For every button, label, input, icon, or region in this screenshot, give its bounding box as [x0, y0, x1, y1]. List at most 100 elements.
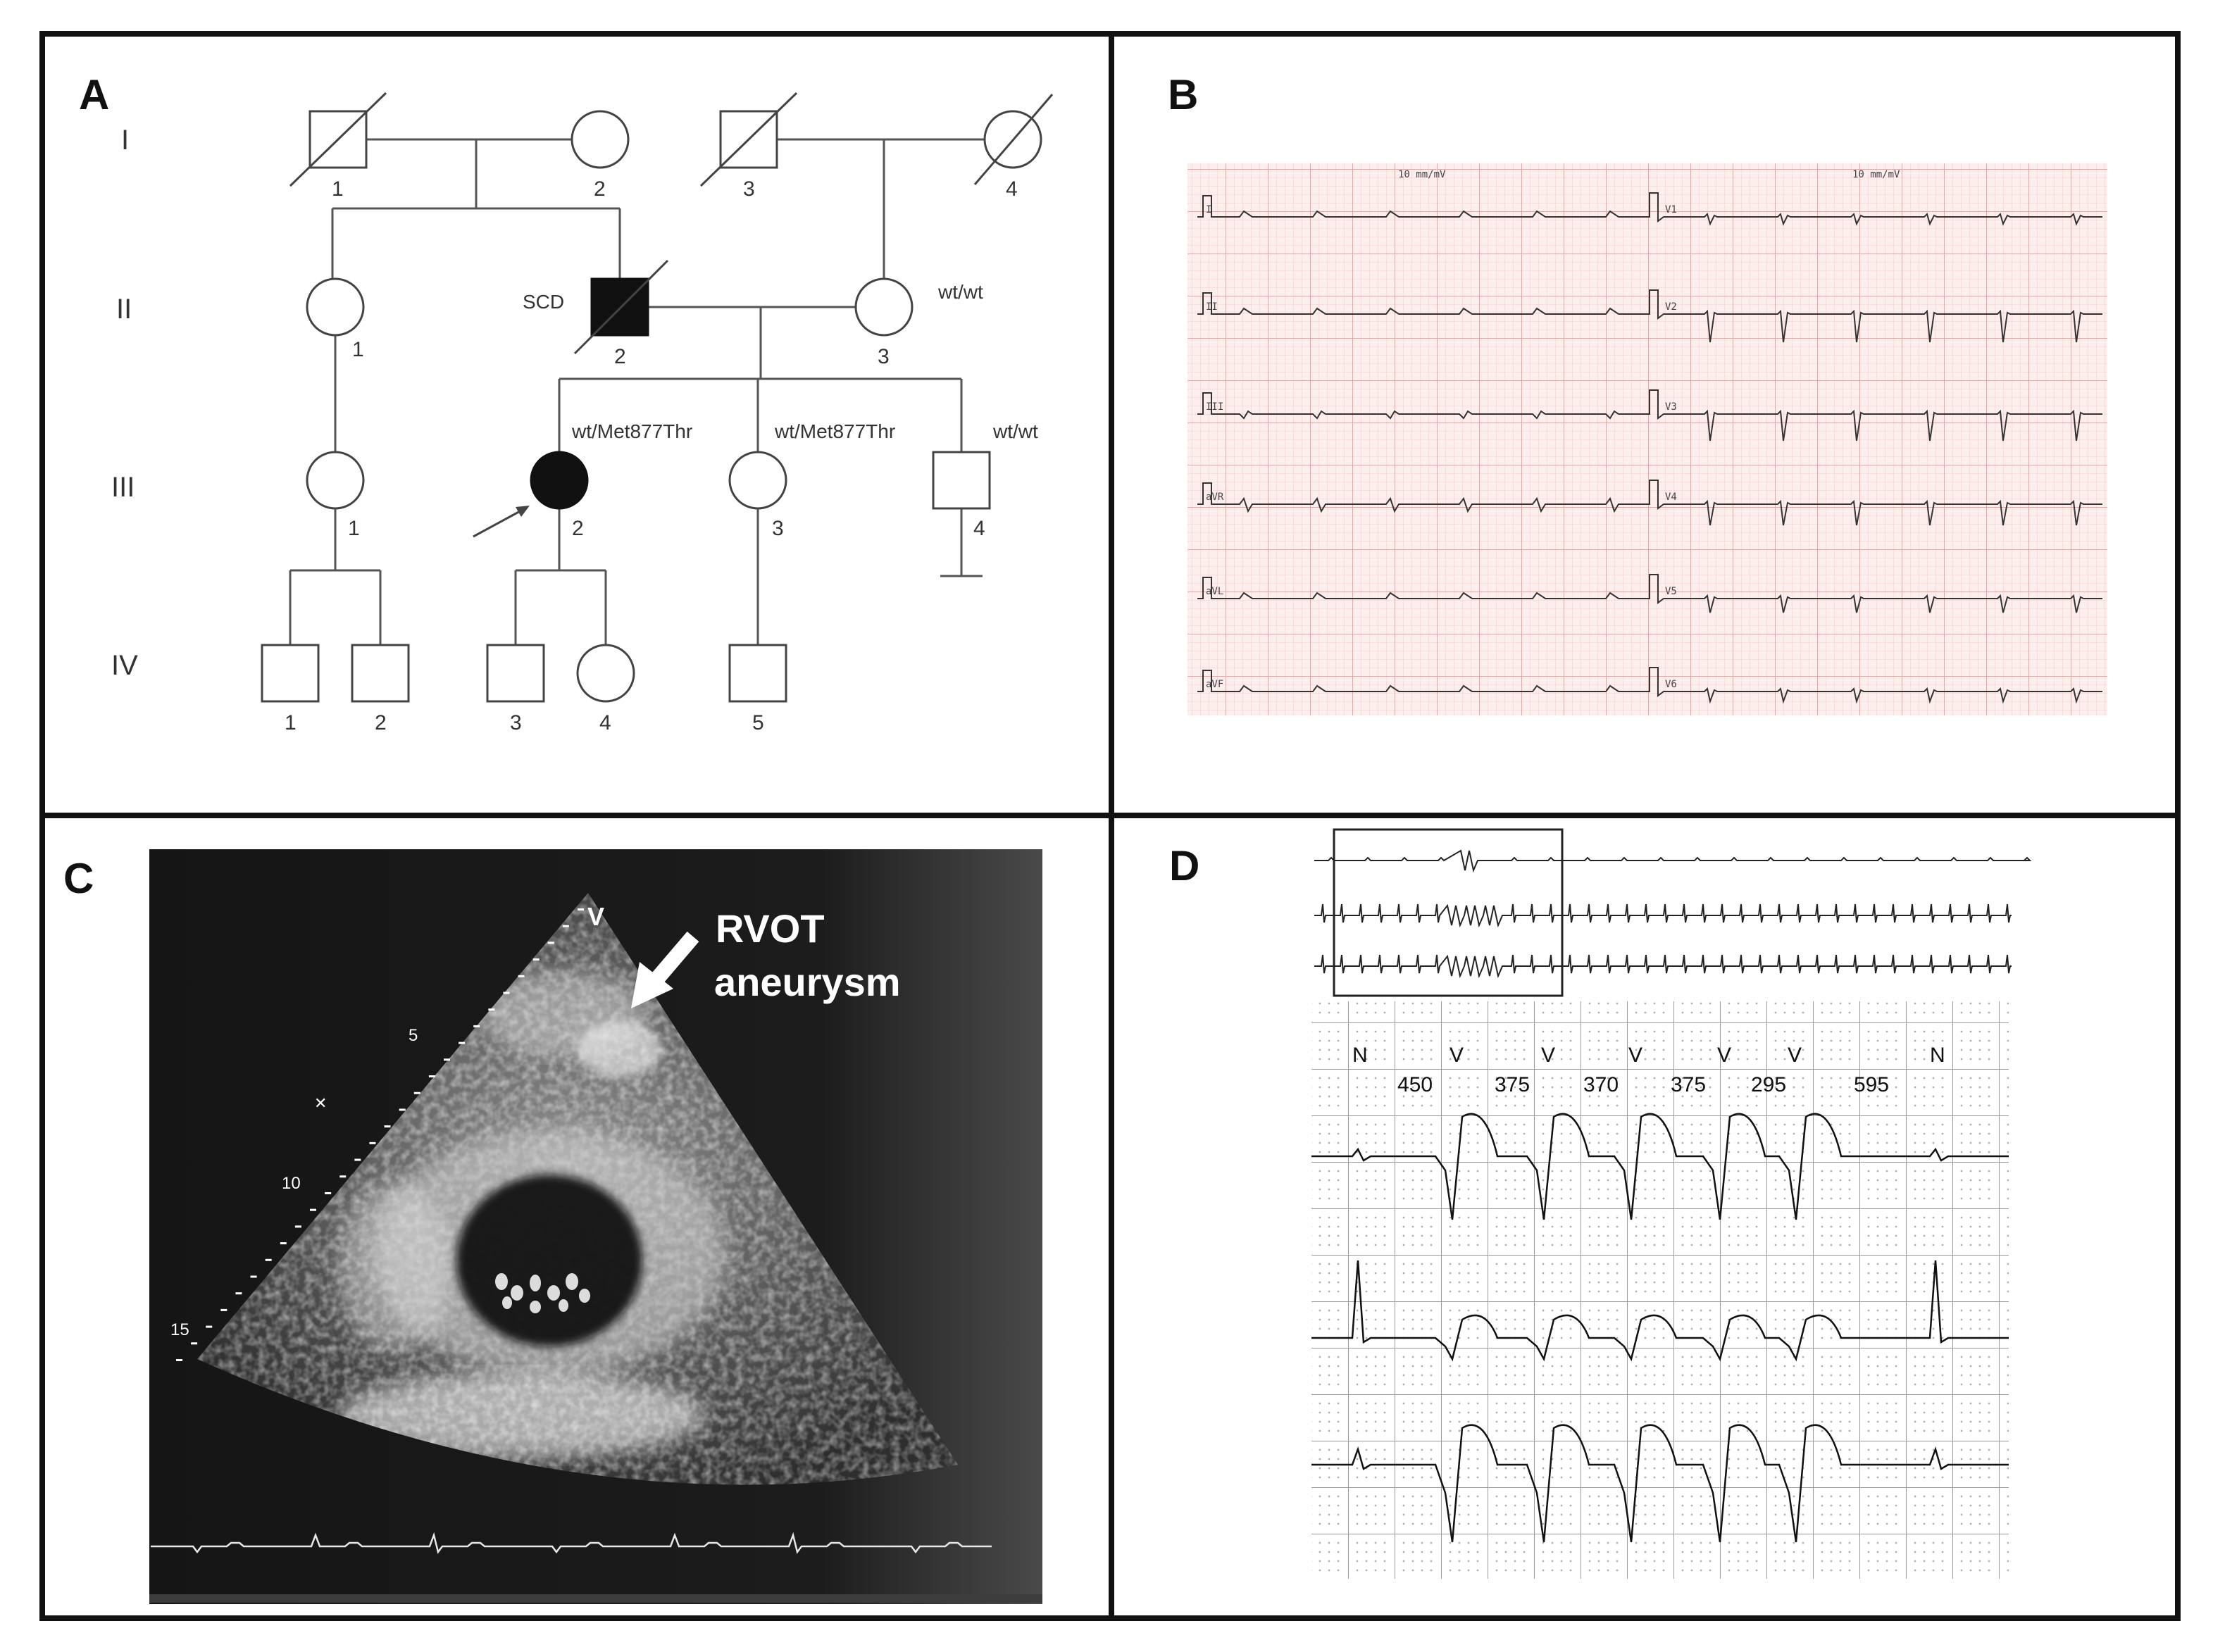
depth-tick — [547, 941, 554, 944]
individual-III-3: wt/Met877Thr 3 — [728, 420, 895, 540]
svg-text:4: 4 — [973, 517, 985, 540]
overview-strip-0 — [1314, 849, 2032, 873]
ecg-lead-right-label-3: V4 — [1665, 492, 1677, 503]
panel-c-echo: C — [63, 849, 1042, 1604]
svg-text:4: 4 — [1006, 177, 1018, 201]
ecg-lead-right-trace-3 — [1645, 480, 2102, 526]
rr-interval-3: 375 — [1671, 1073, 1706, 1096]
depth-tick — [325, 1191, 332, 1194]
probe-marker: V — [587, 902, 604, 931]
depth-mark-5: 5 — [409, 1026, 418, 1045]
depth-tick — [354, 1158, 361, 1161]
individual-I-1: 1 — [289, 92, 387, 201]
rvot-annotation: RVOT aneurysm — [631, 906, 901, 1008]
beat-label-1: V — [1450, 1044, 1464, 1067]
genotype-III-3: wt/Met877Thr — [774, 420, 895, 442]
holter-channel-1 — [1311, 1260, 2009, 1362]
ecg-lead-left-label-5: aVF — [1206, 679, 1223, 690]
beat-label-5: V — [1788, 1044, 1802, 1067]
rr-interval-2: 370 — [1583, 1073, 1619, 1096]
depth-mark-10: 10 — [282, 1174, 301, 1193]
ecg-lead-right-label-1: V2 — [1665, 301, 1677, 313]
overview-highlight-box — [1333, 828, 1564, 997]
generation-label-3: III — [111, 472, 135, 503]
depth-tick — [578, 908, 584, 911]
depth-tick — [206, 1325, 213, 1328]
ecg-lead-left-trace-4 — [1197, 577, 1645, 599]
depth-tick — [294, 1225, 301, 1228]
holter-grid — [1311, 1001, 2009, 1579]
ecg-lead-right-trace-0 — [1645, 192, 2102, 226]
svg-text:2: 2 — [572, 517, 584, 540]
svg-text:5: 5 — [752, 711, 764, 734]
svg-text:4: 4 — [599, 711, 611, 734]
beat-label-0: N — [1352, 1044, 1368, 1067]
depth-tick — [503, 991, 510, 994]
proband-arrow — [473, 508, 523, 538]
individual-II-3: wt/wt 3 — [854, 277, 983, 368]
echo-status-bar — [149, 1594, 1042, 1603]
depth-tick — [532, 958, 540, 961]
svg-text:3: 3 — [743, 177, 755, 201]
holter-traces — [1311, 1113, 2009, 1543]
individual-IV-1: 1 — [261, 644, 320, 734]
ecg-lead-right-trace-1 — [1645, 289, 2102, 343]
beat-label-2: V — [1541, 1044, 1555, 1067]
focus-marker-icon: ✕ — [314, 1095, 327, 1113]
rr-interval-1: 375 — [1495, 1073, 1530, 1096]
individual-I-2: 2 — [571, 110, 630, 201]
individual-II-1: 1 — [306, 277, 365, 361]
individual-IV-2: 2 — [351, 644, 410, 734]
beat-label-4: V — [1717, 1044, 1731, 1067]
rr-interval-4: 295 — [1751, 1073, 1786, 1096]
individual-II-2: SCD 2 — [523, 259, 669, 368]
individual-IV-3: 3 — [486, 644, 545, 734]
ecg-lead-left-label-2: III — [1206, 401, 1223, 413]
scd-label: SCD — [523, 291, 564, 313]
depth-tick — [339, 1175, 347, 1178]
ecg-lead-left-trace-5 — [1197, 670, 1645, 692]
svg-text:2: 2 — [614, 345, 626, 368]
ecg-lead-right-label-4: V5 — [1665, 586, 1677, 597]
svg-text:2: 2 — [375, 711, 387, 734]
annotation-line-2: aneurysm — [714, 960, 901, 1004]
svg-text:3: 3 — [878, 345, 890, 368]
individual-IV-5: 5 — [728, 644, 787, 734]
svg-text:2: 2 — [594, 177, 606, 201]
svg-text:3: 3 — [510, 711, 522, 734]
individual-III-1: 1 — [306, 451, 365, 540]
ecg-lead-right-trace-4 — [1645, 574, 2102, 613]
rr-interval-5: 595 — [1854, 1073, 1889, 1096]
beat-label-6: N — [1930, 1044, 1945, 1067]
depth-tick — [488, 1008, 495, 1011]
annotation-arrow-icon — [631, 931, 699, 1008]
depth-tick — [384, 1125, 391, 1128]
depth-tick — [473, 1025, 480, 1027]
echo-ecg-trace — [151, 1532, 992, 1554]
ecg-lead-left-trace-2 — [1197, 392, 1645, 420]
genotype-III-2: wt/Met877Thr — [571, 420, 692, 442]
ecg-lead-left-label-0: I — [1206, 204, 1211, 215]
holter-channel-0 — [1311, 1113, 2009, 1220]
depth-tick — [459, 1041, 466, 1044]
ecg-lead-right-label-0: V1 — [1665, 204, 1677, 215]
holter-channel-2 — [1311, 1424, 2009, 1543]
depth-mark-15: 15 — [170, 1320, 189, 1339]
ecg-gain-right: 10 mm/mV — [1852, 169, 1900, 180]
lv-cavity — [456, 1175, 642, 1346]
ecg-lead-right-label-5: V6 — [1665, 679, 1677, 690]
individual-III-4: wt/wt 4 — [932, 420, 1038, 540]
overview-strip-2 — [1314, 954, 2012, 979]
panel-label-a: A — [79, 71, 109, 118]
depth-tick — [220, 1308, 227, 1311]
svg-text:1: 1 — [348, 517, 360, 540]
depth-tick — [191, 1342, 198, 1345]
panel-a-pedigree: A I II III IV — [79, 71, 1054, 734]
beat-label-3: V — [1628, 1044, 1642, 1067]
generation-label-4: IV — [111, 650, 138, 681]
ecg-lead-right-trace-2 — [1645, 389, 2102, 442]
depth-tick — [265, 1258, 272, 1261]
ecg-lead-left-label-3: aVR — [1206, 492, 1224, 503]
depth-tick — [413, 1091, 420, 1094]
